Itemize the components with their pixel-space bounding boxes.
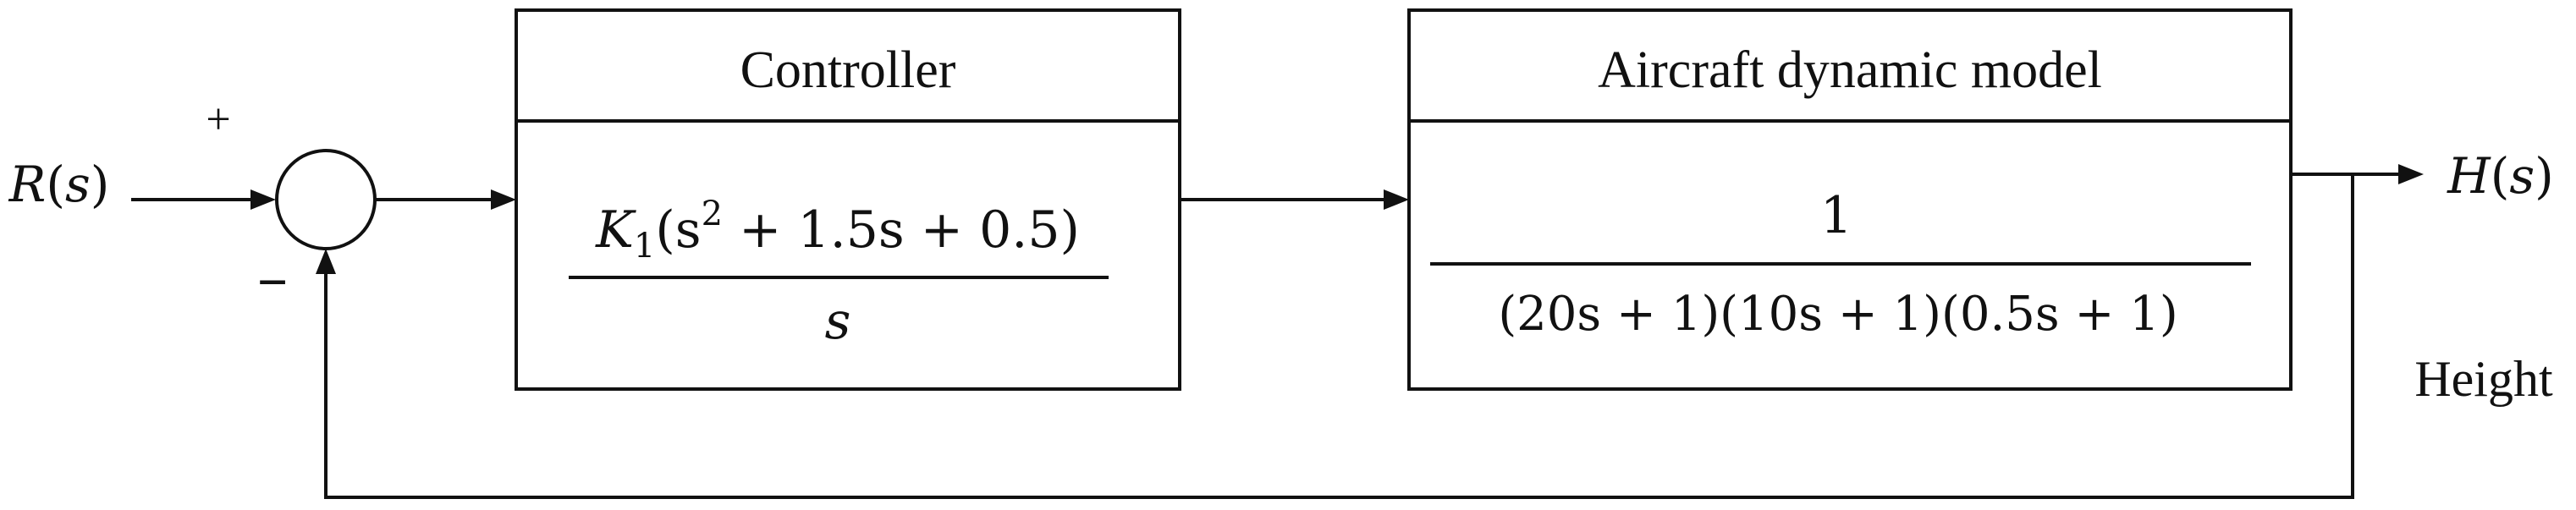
junction-to-controller-arrow — [375, 189, 516, 210]
controller-to-plant-arrow — [1180, 189, 1409, 210]
minus-sign: − — [257, 252, 288, 312]
plant-denominator: (20s + 1)(10s + 1)(0.5s + 1) — [1498, 287, 2177, 342]
controller-block: Controller K1(s2 + 1.5s + 0.5) s — [515, 8, 1181, 391]
controller-denominator: s — [825, 292, 851, 351]
input-arrow — [131, 189, 276, 210]
input-signal-label: R(s) — [8, 156, 110, 213]
output-arrow — [2291, 164, 2424, 184]
summing-junction — [275, 149, 377, 250]
feedback-path — [316, 174, 2354, 499]
plus-sign: + — [206, 96, 230, 144]
plant-numerator: 1 — [1820, 186, 1852, 245]
plant-title: Aircraft dynamic model — [1598, 41, 2102, 99]
output-height-label: Height — [2414, 351, 2553, 407]
controller-numerator: K1(s2 + 1.5s + 0.5) — [595, 195, 1080, 266]
controller-title: Controller — [740, 41, 956, 99]
output-signal-label: H(s) — [2447, 147, 2554, 205]
plant-block: Aircraft dynamic model 1 (20s + 1)(10s +… — [1407, 8, 2293, 391]
